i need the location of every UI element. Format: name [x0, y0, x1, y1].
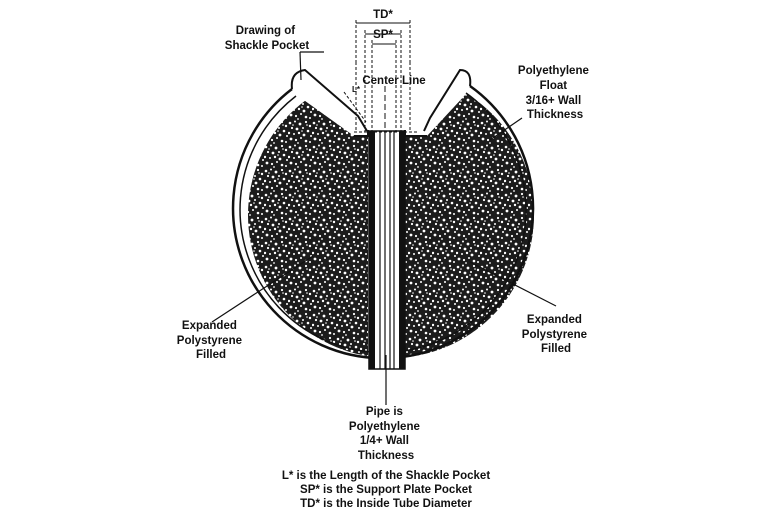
- l-label: L*: [352, 85, 361, 94]
- eps-left-leader: [211, 255, 314, 323]
- pipe-label: Pipe is Polyethylene 1/4+ Wall Thickness: [349, 406, 423, 462]
- drawing-label: Drawing of Shackle Pocket: [225, 25, 310, 52]
- right-foam-fill: [405, 72, 534, 358]
- eps-right-label: Expanded Polystyrene Filled: [522, 314, 590, 355]
- footnotes: L* is the Length of the Shackle Pocket S…: [282, 470, 490, 510]
- l-dimension: [343, 91, 367, 123]
- eps-left-label: Expanded Polystyrene Filled: [177, 320, 245, 361]
- footnote-l: L* is the Length of the Shackle Pocket: [282, 470, 490, 482]
- drawing-leader: [299, 51, 324, 81]
- footnote-sp: SP* is the Support Plate Pocket: [300, 484, 472, 496]
- center-pipe: [368, 130, 406, 370]
- right-pocket-lip: [423, 68, 472, 132]
- eps-right-leader: [469, 261, 557, 307]
- center-line-label: Center Line: [362, 75, 425, 87]
- dimension-lines: [354, 20, 418, 133]
- float-leader: [489, 117, 523, 141]
- td-label: TD*: [373, 9, 393, 21]
- sp-label: SP*: [373, 29, 393, 41]
- float-label: Polyethylene Float 3/16+ Wall Thickness: [518, 65, 592, 121]
- footnote-td: TD* is the Inside Tube Diameter: [300, 498, 472, 510]
- left-foam-fill: [248, 72, 368, 358]
- left-pocket-lip: [290, 68, 368, 132]
